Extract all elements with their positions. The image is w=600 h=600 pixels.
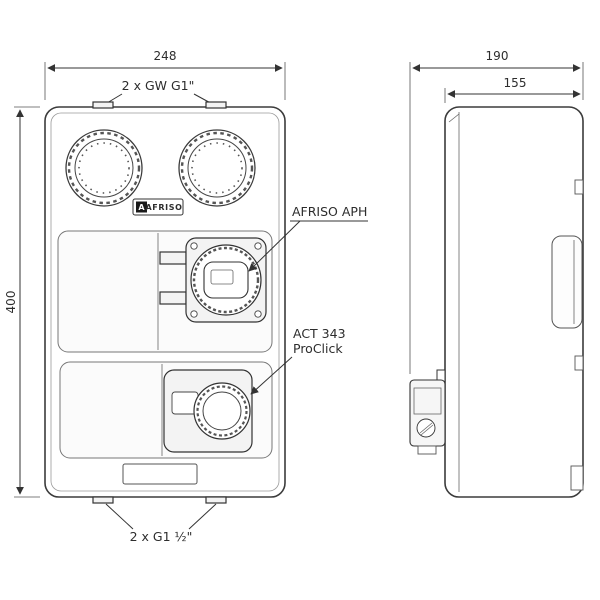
top-connection-right (205, 101, 227, 109)
dim-side-body-depth-label: 155 (504, 76, 527, 90)
actuator-label-line2: ProClick (293, 341, 343, 356)
side-body (444, 106, 584, 498)
top-connection-left (92, 101, 114, 109)
dim-front-width: 248 (44, 49, 286, 100)
rear-bracket (551, 235, 583, 329)
rear-foot (570, 465, 584, 491)
pump-section (57, 230, 273, 353)
bottom-connections-label: 2 x G1 ½" (130, 529, 193, 544)
side-actuator (409, 369, 446, 455)
side-view: 190 155 (409, 49, 584, 498)
dim-side-depth: 190 (409, 49, 584, 374)
dim-front-height: 400 (4, 106, 40, 498)
logo-mark-box (136, 201, 147, 213)
side-actuator-panel (413, 387, 442, 415)
top-connections-label: 2 x GW G1" (122, 78, 195, 93)
pump-display (210, 269, 234, 285)
rear-tab-lower (574, 355, 584, 371)
bottom-connection-right (205, 496, 227, 504)
pump-pipe-lower (159, 291, 187, 305)
pump-callout: AFRISO APH (248, 204, 368, 272)
top-connections-callout: 2 x GW G1" (101, 78, 217, 107)
logo-wordmark: AFRISO (146, 203, 183, 212)
side-housing (444, 106, 584, 498)
dim-front-width-label: 248 (154, 49, 177, 63)
bottom-plate (122, 463, 198, 485)
front-view: 248 2 x GW G1" 400 (4, 49, 368, 544)
pump-label: AFRISO APH (292, 204, 367, 219)
actuator-callout: ACT 343 ProClick (250, 326, 346, 395)
logo-mark-letter: A (138, 203, 145, 212)
dial-right (178, 129, 256, 207)
dim-side-depth-label: 190 (486, 49, 509, 63)
dial-left (65, 129, 143, 207)
dim-side-body-depth: 155 (444, 76, 581, 103)
bottom-connections-callout: 2 x G1 ½" (105, 503, 217, 544)
actuator-section (59, 361, 273, 459)
side-actuator-foot (417, 445, 437, 455)
pump-pipe-upper (159, 251, 187, 265)
actuator-label-line1: ACT 343 (293, 326, 346, 341)
bottom-connection-left (92, 496, 114, 504)
pump-head (203, 261, 249, 299)
rear-tab-upper (574, 179, 584, 195)
dim-front-height-label: 400 (4, 291, 18, 314)
brand-logo: A AFRISO (132, 198, 184, 216)
